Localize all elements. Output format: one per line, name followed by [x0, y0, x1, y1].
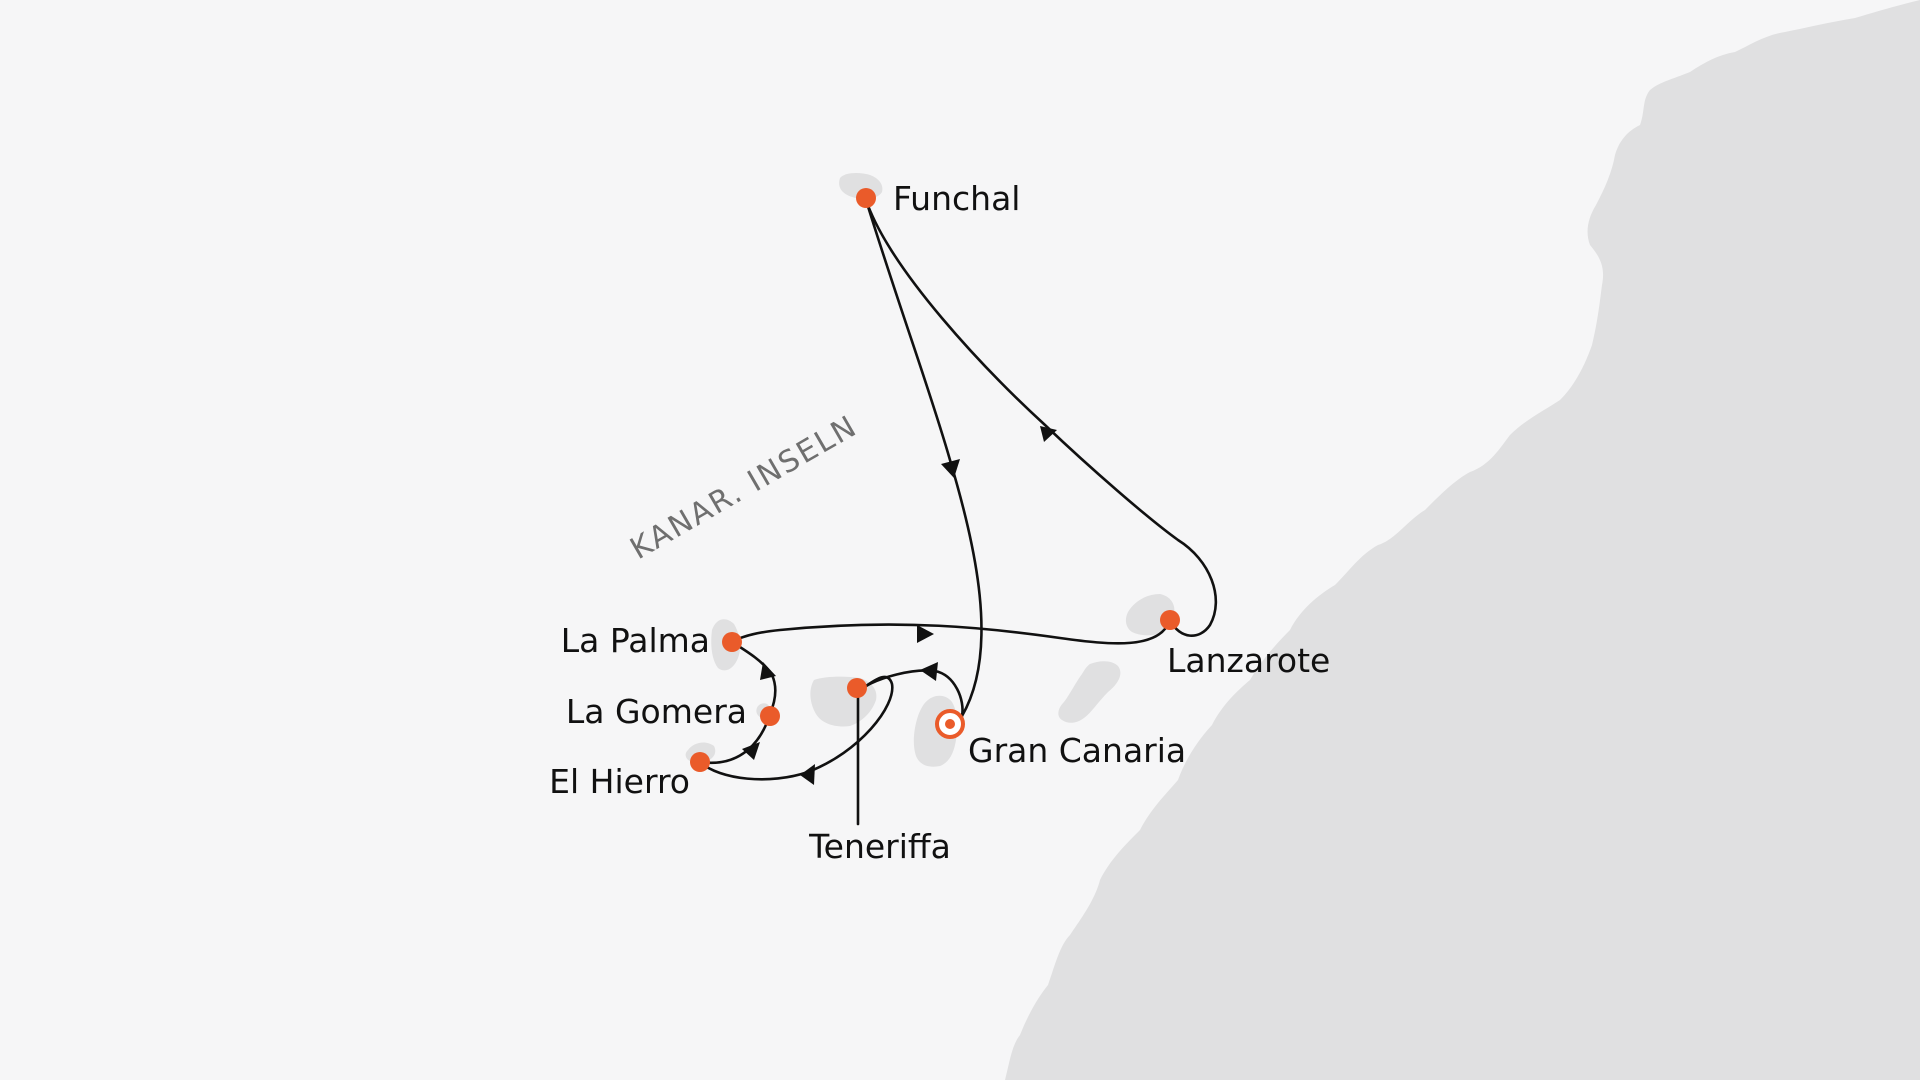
- port-labels: Funchal Lanzarote La Palma La Gomera El …: [549, 179, 1330, 866]
- port-label-la-palma: La Palma: [561, 621, 710, 660]
- route-funchal-to-lanzarote: [864, 198, 1218, 637]
- arrow-hierro-teneriffa: [800, 764, 815, 785]
- port-label-teneriffa: Teneriffa: [808, 827, 951, 866]
- port-marker-funchal[interactable]: [856, 188, 876, 208]
- port-label-lanzarote: Lanzarote: [1167, 641, 1330, 680]
- port-label-la-gomera: La Gomera: [566, 692, 747, 731]
- port-marker-la-gomera[interactable]: [760, 706, 780, 726]
- island-fuerteventura: [1058, 661, 1121, 723]
- port-marker-gran-canaria-start-end[interactable]: [935, 709, 965, 739]
- route-direction-arrows: [742, 426, 1057, 785]
- arrow-la-palma-gomera: [760, 662, 776, 680]
- arrow-teneriffa-gran-canaria: [920, 662, 938, 681]
- port-marker-lanzarote[interactable]: [1160, 610, 1180, 630]
- route-lanzarote-to-la-palma: [730, 618, 1172, 645]
- arrow-toward-la-palma-east: [917, 625, 934, 643]
- port-markers: [690, 188, 1180, 772]
- port-marker-el-hierro[interactable]: [690, 752, 710, 772]
- arrow-toward-gran-canaria-southbound: [941, 459, 960, 478]
- mainland-africa: [1005, 0, 1920, 1080]
- port-marker-teneriffa[interactable]: [847, 678, 867, 698]
- arrow-gomera-hierro: [742, 742, 760, 760]
- port-label-el-hierro: El Hierro: [549, 762, 690, 801]
- port-label-funchal: Funchal: [893, 179, 1020, 218]
- route-gran-canaria-to-funchal: [864, 198, 983, 718]
- port-marker-la-palma[interactable]: [722, 632, 742, 652]
- arrow-toward-funchal-northwest: [1040, 426, 1057, 442]
- port-label-gran-canaria: Gran Canaria: [968, 731, 1186, 770]
